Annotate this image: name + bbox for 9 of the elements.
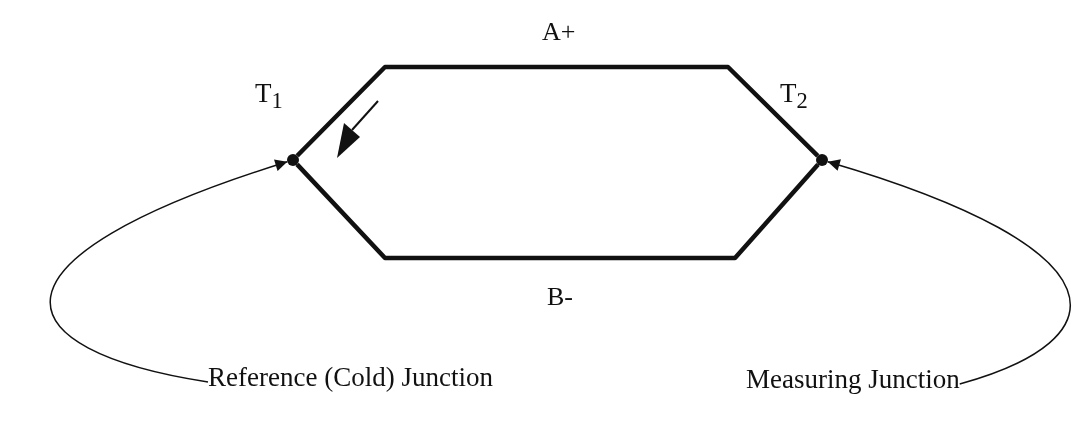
junction-dot: [287, 154, 299, 166]
junction-label: Reference (Cold) Junction: [208, 362, 493, 392]
leader-arrow: [827, 159, 1071, 385]
thermocouple-wire: [295, 64, 820, 158]
temperature-label: T$_{1}$: [255, 78, 283, 116]
leader-arrow: [49, 159, 288, 383]
thermocouple-wire: [295, 162, 820, 261]
junction-label: Measuring Junction: [746, 364, 960, 394]
temperature-label: T$_{2}$: [780, 78, 808, 116]
